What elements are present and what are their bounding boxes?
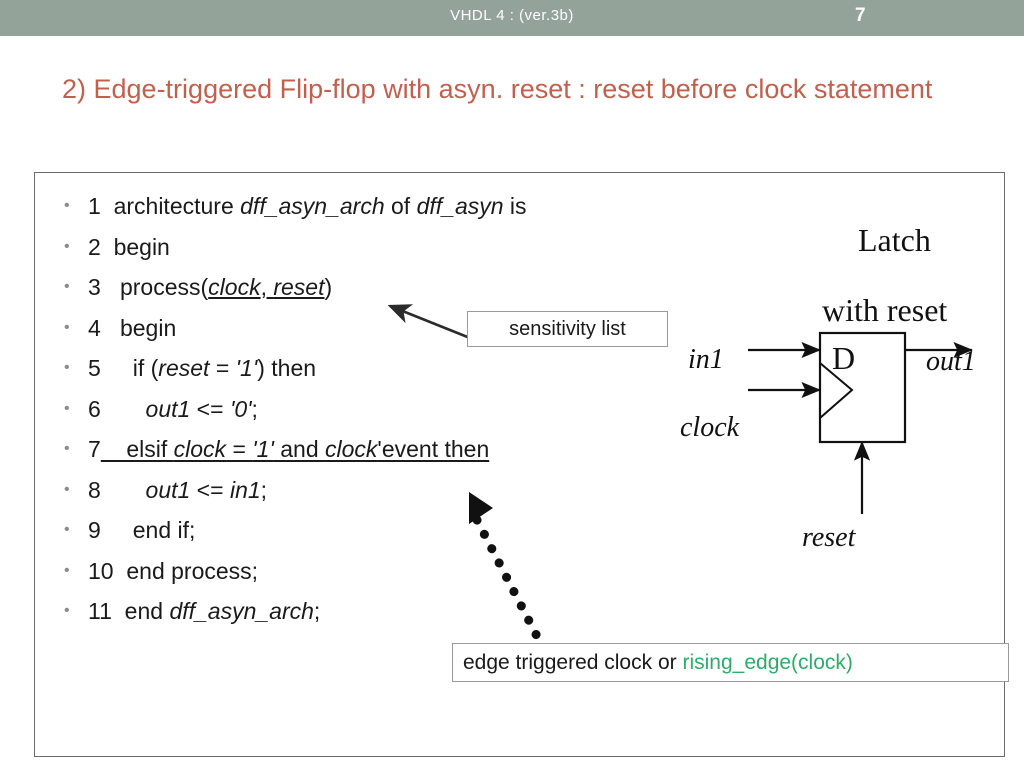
code-line-text: end process; [113,557,259,584]
code-line-text: architecture dff_asyn_arch of dff_asyn i… [100,193,527,219]
diagram-title-line2: with reset [822,292,948,328]
code-line: 9 end if; [62,510,702,551]
flipflop-d-label: D [832,340,856,376]
in1-label: in1 [688,344,724,375]
code-line-number: 4 [88,314,101,341]
code-line-number: 6 [88,395,101,422]
out1-label: out1 [926,346,976,377]
code-line-text: begin [100,233,170,260]
header-bar: VHDL 4 : (ver.3b) 7 [0,0,1024,36]
code-line-text: out1 <= in1; [145,476,268,503]
reset-label: reset [802,522,856,553]
edge-callout-prefix: edge triggered clock or [463,650,683,674]
code-line-number: 10 [88,557,114,584]
diagram-title-line1: Latch [858,222,931,258]
code-line: 2 begin [62,227,702,268]
page-number: 7 [855,5,866,26]
code-line: 4 begin [62,308,702,349]
dotted-arrow-icon [469,492,547,651]
code-line-text: if (reset = '1') then [100,355,317,381]
edge-trigger-callout: edge triggered clock or rising_edge(cloc… [452,643,1009,682]
code-line-text: begin [100,314,177,341]
code-listing: 1 architecture dff_asyn_arch of dff_asyn… [62,186,702,632]
code-line-text: end dff_asyn_arch; [111,598,321,624]
code-line-number: 8 [88,476,101,503]
code-line: 5 if (reset = '1') then [62,348,702,389]
code-line-number: 3 [88,274,101,300]
code-line: 3 process(clock, reset) [62,267,702,308]
code-line: 7 elsif clock = '1' and clock'event then [62,429,702,470]
code-line: 10 end process; [62,551,702,592]
sensitivity-arrow-icon [387,304,471,340]
code-line-text: elsif clock = '1' and clock'event then [100,436,490,462]
sensitivity-list-callout: sensitivity list [467,311,668,347]
code-line-number: 2 [88,233,101,260]
latch-diagram-graphics [748,331,974,514]
code-line-number: 1 [88,193,101,219]
sensitivity-list-label: sensitivity list [509,317,626,340]
header-title: VHDL 4 : (ver.3b) [450,7,574,24]
slide-title: 2) Edge-triggered Flip-flop with asyn. r… [62,74,933,104]
code-line: 6 out1 <= '0'; [62,389,702,430]
code-line: 1 architecture dff_asyn_arch of dff_asyn… [62,186,702,227]
code-line-text: process(clock, reset) [100,274,333,300]
code-line: 11 end dff_asyn_arch; [62,591,702,632]
latch-diagram: Latch with reset D in1 clock out1 reset [660,222,1010,572]
code-line-number: 5 [88,355,101,381]
code-line-text: out1 <= '0'; [145,395,258,422]
code-line-number: 9 [88,517,101,543]
code-line-text: end if; [100,517,196,543]
code-line-number: 11 [88,598,112,624]
code-line-number: 7 [88,436,101,462]
clock-label: clock [680,412,740,443]
code-line: 8 out1 <= in1; [62,470,702,511]
clock-triangle-icon [819,362,854,419]
edge-callout-function: rising_edge(clock) [682,650,853,674]
